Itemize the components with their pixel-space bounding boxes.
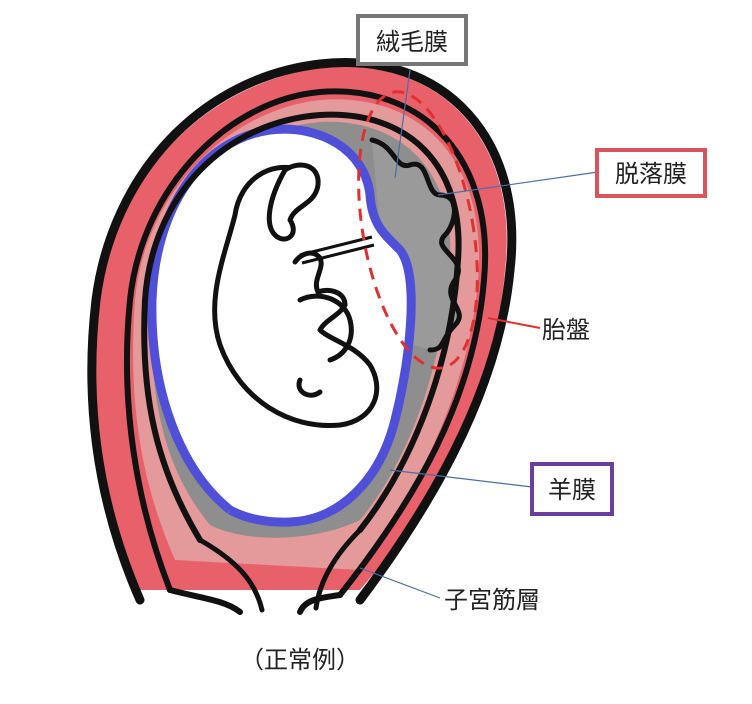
myometrium-label: 子宮筋層 — [444, 586, 540, 614]
cervix-inner-left — [197, 537, 265, 613]
decidua-label-box — [595, 148, 707, 198]
fetus-head — [212, 164, 380, 429]
leader-myometrium — [359, 567, 441, 599]
uterus-outer-outline — [87, 58, 517, 605]
cervix-right — [297, 592, 343, 615]
placenta-label: 胎盤 — [542, 316, 590, 344]
fetus-ear — [266, 162, 321, 242]
villi-boundary — [369, 137, 462, 353]
fetus — [212, 162, 380, 429]
leader-chorion — [394, 69, 411, 179]
umbilical-cord — [299, 235, 375, 265]
cervix-inner-right — [313, 527, 363, 611]
amnion-label-box — [530, 462, 614, 516]
leader-placenta — [487, 317, 541, 329]
decidua-boundary — [123, 88, 489, 598]
leader-decidua — [437, 171, 599, 196]
chorion-label: 絨毛膜 — [376, 28, 448, 56]
fetus-arm — [297, 293, 354, 363]
chorion-boundary — [141, 111, 462, 543]
cervix-left — [167, 587, 243, 615]
placenta-outline — [357, 90, 479, 370]
chorion-label-box — [356, 14, 468, 66]
amnion-label: 羊膜 — [548, 476, 596, 504]
caption-label: （正常例） — [240, 646, 360, 674]
decidua-label: 脱落膜 — [615, 160, 687, 188]
fetus-knee — [296, 377, 323, 398]
leader-amnion — [389, 469, 533, 488]
amnion-membrane — [147, 124, 416, 527]
